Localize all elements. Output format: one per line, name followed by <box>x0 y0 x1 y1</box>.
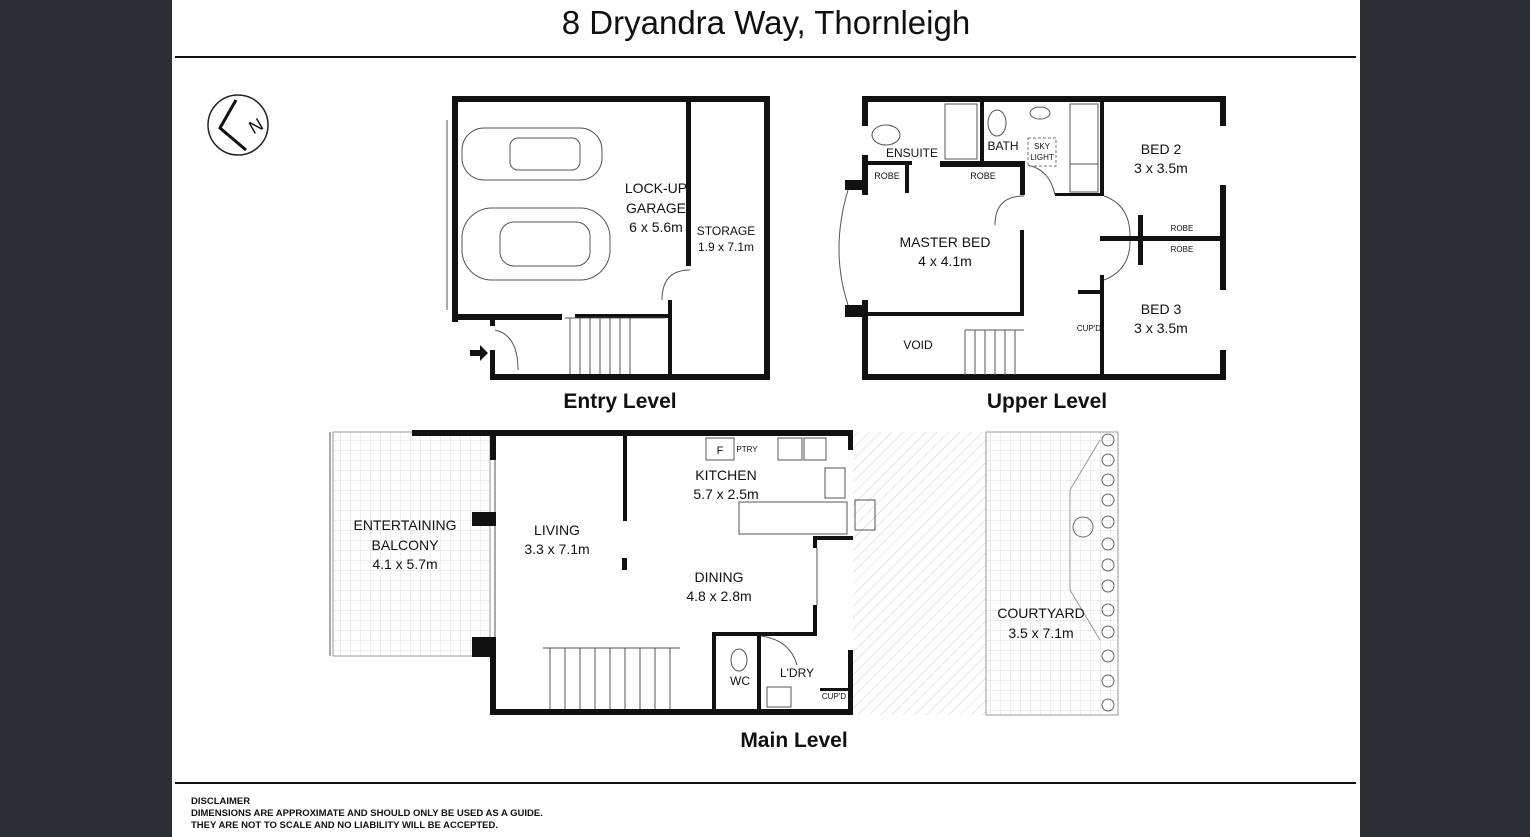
garage-label: LOCK-UP <box>625 180 687 196</box>
balcony-label: BALCONY <box>372 537 440 553</box>
balcony-label: ENTERTAINING <box>354 517 457 533</box>
balcony-size: 4.1 x 5.7m <box>372 556 437 572</box>
main-level-plan: ENTERTAINING BALCONY 4.1 x 5.7m LIVING 3… <box>329 430 1119 752</box>
disclaimer: DISCLAIMER DIMENSIONS ARE APPROXIMATE AN… <box>191 796 543 832</box>
page-title: 8 Dryandra Way, Thornleigh <box>561 4 971 41</box>
cupboard-label: CUP'D <box>1077 324 1101 333</box>
skylight-label: SKY <box>1034 142 1051 151</box>
cupboard-label: CUP'D <box>822 692 846 701</box>
garage-size: 6 x 5.6m <box>629 219 683 235</box>
courtyard-size: 3.5 x 7.1m <box>1008 625 1073 641</box>
ensuite-label: ENSUITE <box>886 146 938 160</box>
wc-label: WC <box>730 674 750 688</box>
kitchen-label: KITCHEN <box>695 467 756 483</box>
disclaimer-heading: DISCLAIMER <box>191 796 251 807</box>
north-arrow-icon: N <box>207 94 269 156</box>
storage-size: 1.9 x 7.1m <box>698 240 754 254</box>
storage-label: STORAGE <box>697 224 755 238</box>
master-bed-label: MASTER BED <box>899 234 990 250</box>
courtyard-label: COURTYARD <box>997 605 1084 621</box>
laundry-label: L'DRY <box>780 666 814 680</box>
living-label: LIVING <box>534 522 580 538</box>
bed2-label: BED 2 <box>1141 141 1182 157</box>
bed2-size: 3 x 3.5m <box>1134 160 1188 176</box>
kitchen-size: 5.7 x 2.5m <box>693 486 758 502</box>
fridge-label: F <box>717 445 724 457</box>
upper-level-title: Upper Level <box>987 390 1107 413</box>
robe-label: ROBE <box>874 171 900 181</box>
living-size: 3.3 x 7.1m <box>524 541 589 557</box>
garage-label: GARAGE <box>626 200 686 216</box>
robe-label: ROBE <box>1171 245 1194 254</box>
dining-size: 4.8 x 2.8m <box>686 588 751 604</box>
master-bed-size: 4 x 4.1m <box>918 253 972 269</box>
main-level-title: Main Level <box>740 729 847 752</box>
void-label: VOID <box>903 338 933 352</box>
disclaimer-line: THEY ARE NOT TO SCALE AND NO LIABILITY W… <box>191 820 499 831</box>
footer-divider <box>175 782 1356 784</box>
robe-label: ROBE <box>1171 224 1194 233</box>
disclaimer-line: DIMENSIONS ARE APPROXIMATE AND SHOULD ON… <box>191 808 543 819</box>
bed3-size: 3 x 3.5m <box>1134 320 1188 336</box>
entry-level-title: Entry Level <box>563 390 676 413</box>
entry-level-plan: LOCK-UP GARAGE 6 x 5.6m STORAGE 1.9 x 7.… <box>446 96 770 413</box>
upper-level-plan: ENSUITE BATH SKY LIGHT BED 2 3 x 3.5m RO… <box>838 96 1226 413</box>
bed3-label: BED 3 <box>1141 301 1182 317</box>
pantry-label: PTRY <box>736 445 758 454</box>
robe-label: ROBE <box>970 171 996 181</box>
title-divider <box>175 56 1356 58</box>
dining-label: DINING <box>695 569 744 585</box>
bath-label: BATH <box>987 139 1018 153</box>
skylight-label: LIGHT <box>1030 153 1054 162</box>
